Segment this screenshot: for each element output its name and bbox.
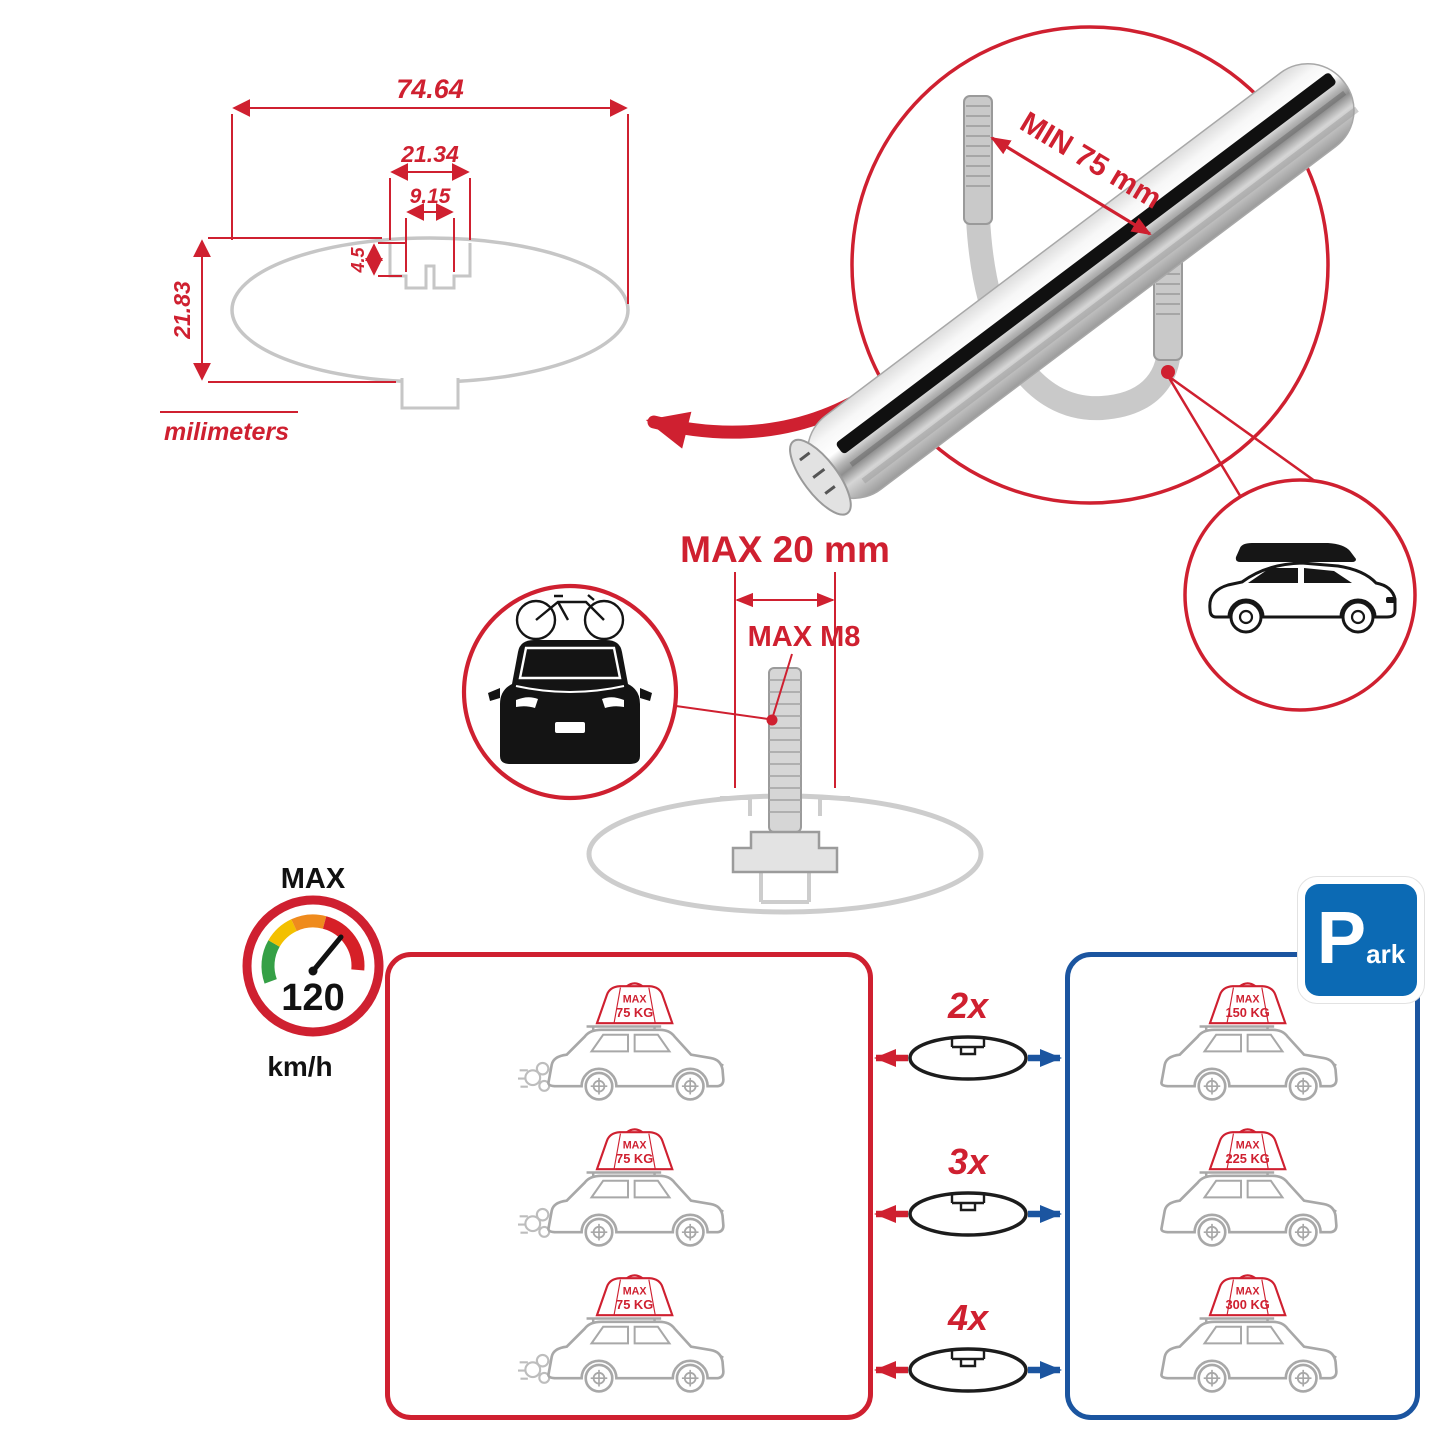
bag-load-label: 75 KG [616,1297,653,1312]
speed-limit-gauge: MAX 120 km/h [242,863,384,1082]
bag-load-label: 75 KG [616,1005,653,1020]
cross-section-dimension-diagram: 74.64 21.34 9.15 4.5 21.83 milimeters [160,74,630,446]
dim-total-height: 21.83 [169,281,195,340]
dim-slot-outer-width: 21.34 [400,141,459,167]
units-label: milimeters [164,418,289,446]
parked-car-2: MAX 225 KG [1160,1128,1338,1247]
crossbar-profile-outline [230,236,630,410]
bag-load-label: 75 KG [616,1151,653,1166]
crossbar-count-row-2: 3x [874,1141,1062,1237]
park-sign-letter: P [1316,896,1367,979]
bag-load-label: 150 KG [1225,1005,1269,1020]
crossbar-count-row-3: 4x [874,1297,1062,1393]
count-label: 4x [947,1297,990,1338]
park-sign-rest: ark [1366,939,1406,969]
crossbar-clamp-scene: MIN 75 mm [789,25,1417,712]
driving-car-1: MAX 75 KG [517,982,725,1101]
bag-load-label: 300 KG [1225,1297,1269,1312]
driving-load-box: MAX 75 KG MAX 75 KG MAX 75 KG [385,952,873,1420]
count-label: 2x [947,985,990,1026]
bag-load-label: 225 KG [1225,1151,1269,1166]
crossbar-section-icon [908,1191,1028,1237]
gauge-pivot [308,966,318,976]
gauge-arc [261,914,365,984]
speed-limit-units: km/h [267,1051,332,1082]
bag-max-label: MAX [622,1139,647,1151]
max-length-dimension [675,572,836,788]
speed-limit-value: 120 [281,977,344,1019]
car-side-icon [546,1025,725,1101]
bag-max-label: MAX [1236,1139,1261,1151]
crossbar-count-column: 2x 3x 4x [874,985,1062,1393]
callout-lines [1166,374,1327,500]
bag-max-label: MAX [622,1285,647,1297]
parked-car-1: MAX 150 KG [1160,982,1338,1101]
max-thread-label: MAX M8 [748,621,861,653]
t-bolt [731,667,839,874]
exhaust-smoke-icon [517,1207,550,1238]
driving-car-2: MAX 75 KG [517,1128,725,1247]
crossbar-section-icon [908,1347,1028,1393]
bolt-callout-dot [766,714,778,726]
car-side-icon [1160,1317,1338,1393]
detail-circle [850,25,1330,505]
max-length-label: MAX 20 mm [680,529,890,570]
speed-limit-title: MAX [281,863,346,895]
car-side-icon [1160,1171,1338,1247]
dimension-lines [160,99,629,413]
bag-max-label: MAX [622,993,647,1005]
aluminium-crossbar [789,62,1359,516]
parked-load-box: MAX 150 KG MAX 225 KG MAX 300 KG [1065,952,1420,1420]
driving-car-3: MAX 75 KG [517,1274,725,1393]
suv-with-roof-box-icon [1208,543,1397,634]
bolt-detail-scene: MAX 20 mm MAX M8 [461,529,984,915]
dim-slot-depth: 4.5 [348,247,368,274]
min-grip-arrow [990,136,1152,236]
suv-roofbox-badge [1183,478,1417,712]
car-side-icon [546,1171,725,1247]
car-side-icon [546,1317,725,1393]
crossbar-count-row-1: 2x [874,985,1062,1081]
car-with-bike-icon [488,594,652,764]
bag-max-label: MAX [1236,1285,1261,1297]
exhaust-smoke-icon [517,1353,550,1384]
car-side-icon [1160,1025,1338,1101]
parked-car-3: MAX 300 KG [1160,1274,1338,1393]
count-label: 3x [948,1141,990,1182]
dim-slot-inner-width: 9.15 [410,185,451,208]
dim-total-width: 74.64 [396,74,464,104]
bag-max-label: MAX [1236,993,1261,1005]
bike-rack-badge [461,583,679,801]
gauge-needle [310,934,344,974]
exhaust-smoke-icon [517,1061,550,1092]
clamp-callout-dot [1161,365,1175,379]
crossbar-section-icon [908,1035,1028,1081]
